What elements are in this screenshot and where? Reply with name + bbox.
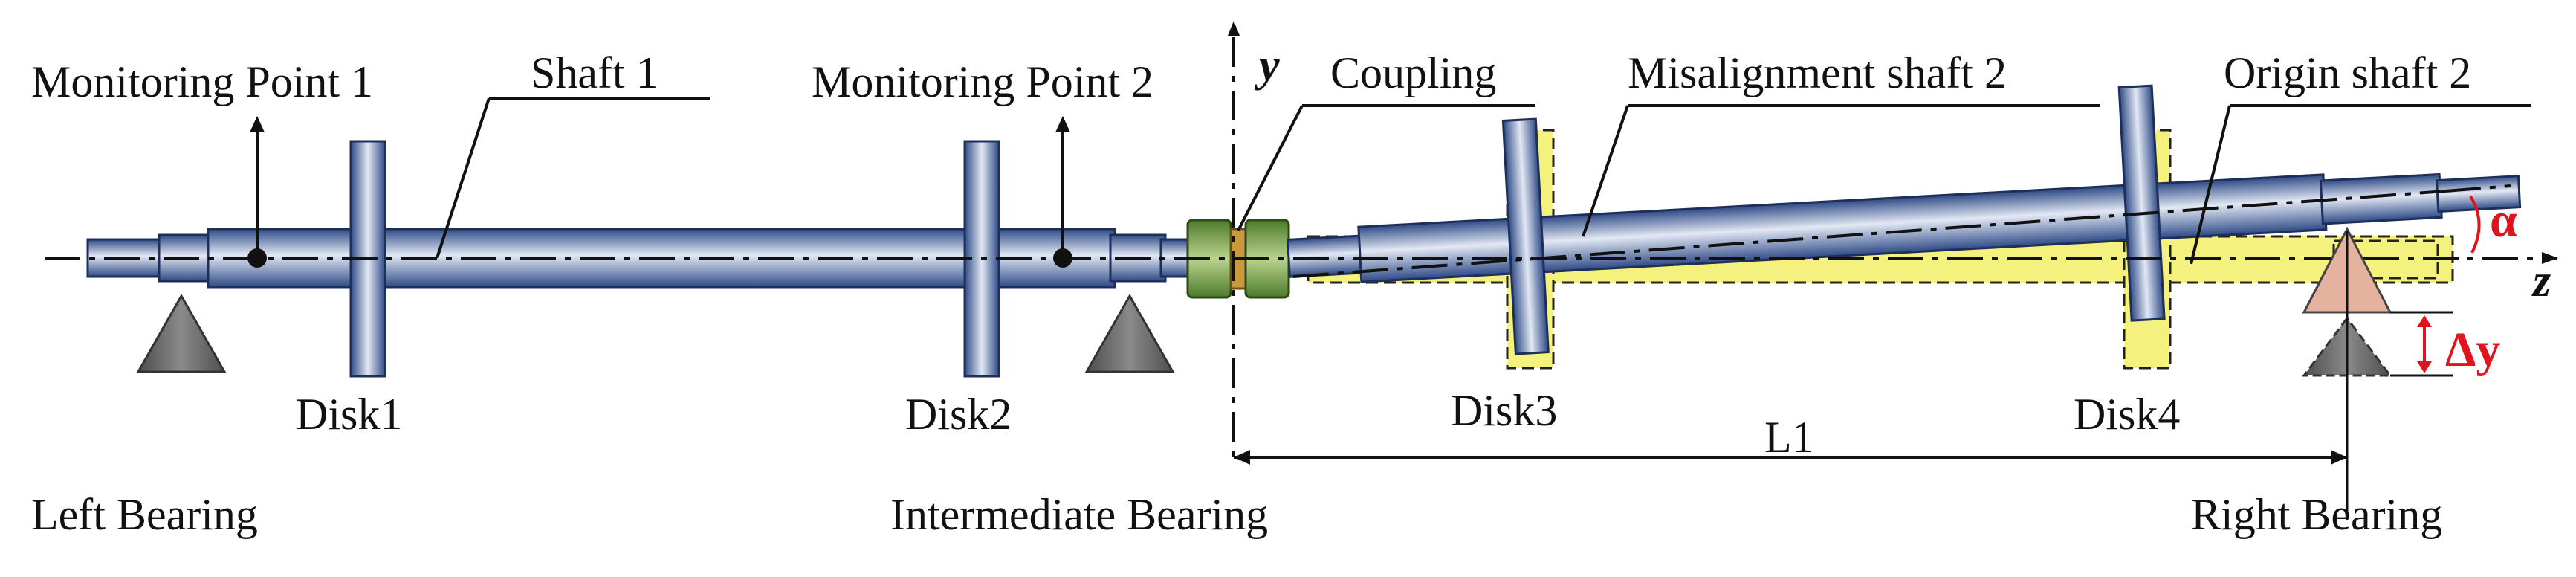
- intermediate-bearing-icon: [1084, 293, 1175, 373]
- disk4-label: Disk4: [2074, 390, 2180, 439]
- monitoring-point-1-label: Monitoring Point 1: [31, 57, 373, 106]
- disk3-label: Disk3: [1451, 386, 1557, 435]
- misalignment-centerline: [1292, 190, 2446, 278]
- alpha-arc: [2469, 195, 2481, 254]
- y-axis-label: y: [1254, 40, 1280, 91]
- z-axis-arrow-icon: [2542, 252, 2558, 264]
- monitoring-point-2-arrow-icon: [1055, 116, 1070, 132]
- l1-label: L1: [1764, 413, 1814, 462]
- left-bearing-label: Left Bearing: [31, 490, 258, 539]
- intermediate-bearing-label: Intermediate Bearing: [890, 490, 1268, 539]
- origin-shaft-2-label: Origin shaft 2: [2224, 48, 2471, 97]
- right-bearing-label: Right Bearing: [2191, 490, 2442, 539]
- monitoring-point-2-label: Monitoring Point 2: [812, 57, 1153, 106]
- disk2-label: Disk2: [905, 390, 1012, 439]
- misalignment-shaft-2-label: Misalignment shaft 2: [1628, 48, 2007, 97]
- coupling-label: Coupling: [1330, 48, 1496, 97]
- disk1-label: Disk1: [296, 390, 402, 439]
- misalignment-shaft-2: [1287, 84, 2522, 355]
- delta-y-label: Δy: [2445, 323, 2500, 377]
- disk3-shape: [1501, 117, 1550, 355]
- left-bearing-icon: [136, 293, 227, 373]
- shaft-1-label: Shaft 1: [531, 48, 658, 97]
- disk4-shape: [2117, 84, 2166, 322]
- monitoring-point-1-arrow-icon: [250, 116, 265, 132]
- z-axis-label: z: [2531, 256, 2551, 306]
- y-axis-arrow-icon: [1228, 21, 1240, 36]
- alpha-label: α: [2490, 193, 2517, 248]
